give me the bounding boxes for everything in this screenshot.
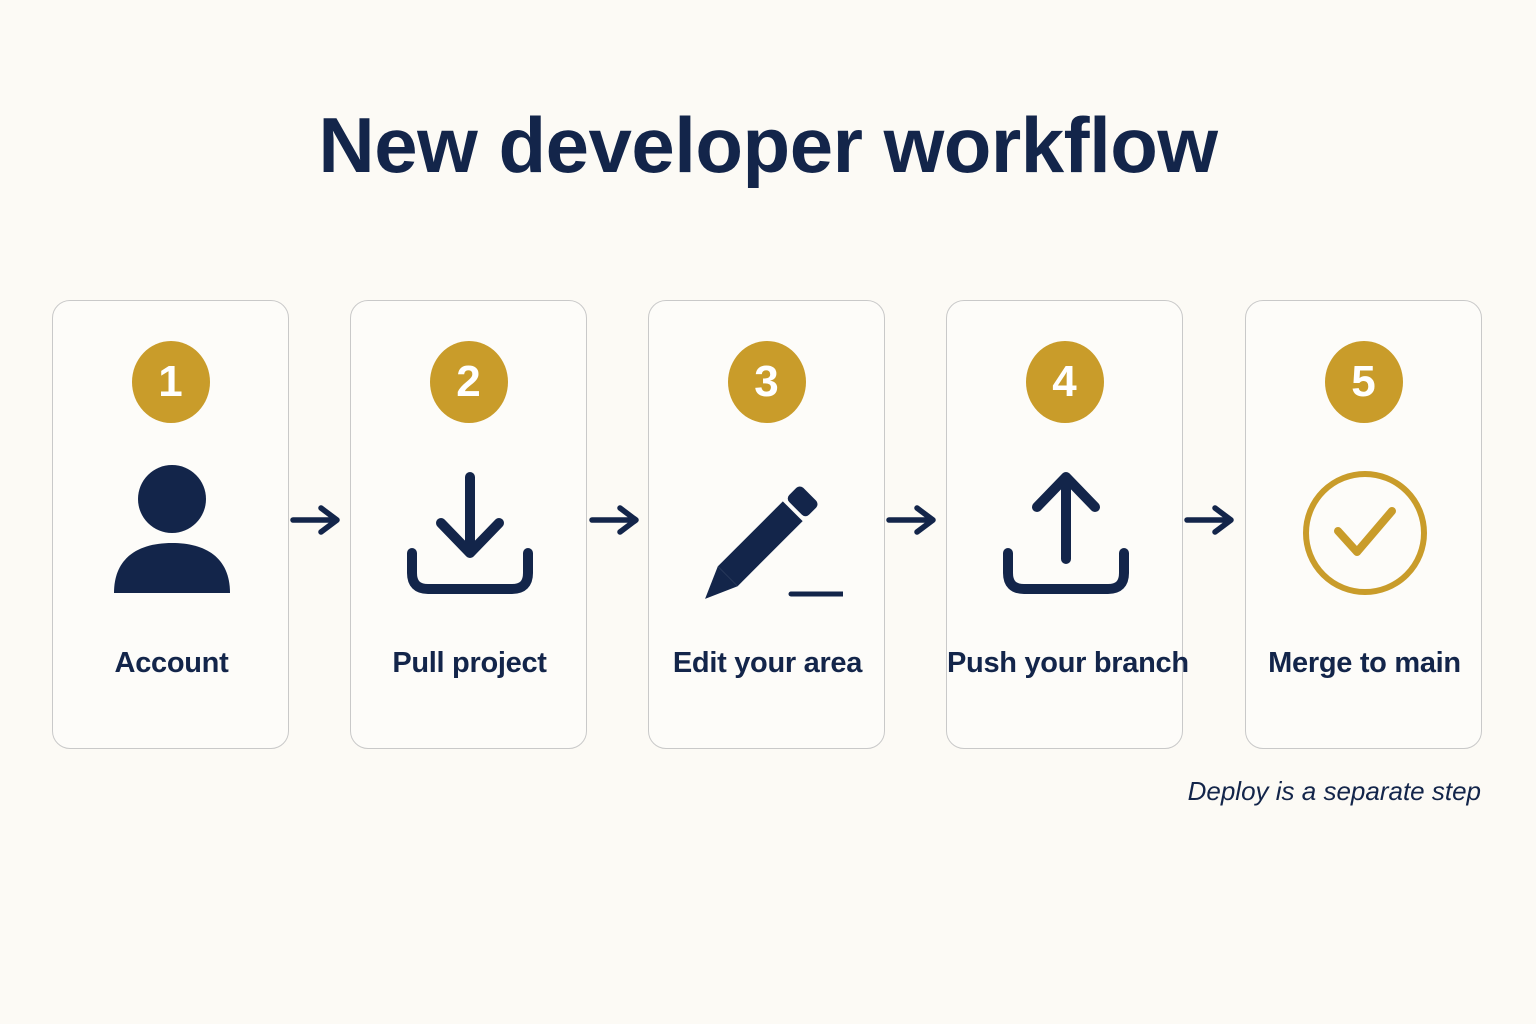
arrow-right-icon bbox=[886, 505, 936, 535]
step-label: Edit your area bbox=[672, 647, 863, 679]
step-card-push-your-branch: 4 Push your branch bbox=[946, 300, 1189, 749]
download-icon bbox=[351, 461, 588, 611]
page-title: New developer workflow bbox=[318, 101, 1218, 189]
step-number-badge: 4 bbox=[1025, 341, 1104, 423]
arrow-right-icon bbox=[1184, 505, 1234, 535]
step-number-badge: 3 bbox=[727, 341, 806, 423]
step-card-account: 1 Account bbox=[52, 300, 289, 749]
arrow-right-icon bbox=[589, 505, 639, 535]
pencil-icon bbox=[649, 461, 886, 611]
step-card-edit-your-area: 3 Edit your area bbox=[648, 300, 885, 749]
upload-icon bbox=[947, 461, 1184, 611]
footnote: Deploy is a separate step bbox=[1187, 776, 1481, 806]
step-number-badge: 2 bbox=[429, 341, 508, 423]
user-icon bbox=[53, 461, 290, 611]
step-number-badge: 5 bbox=[1324, 341, 1403, 423]
arrow-right-icon bbox=[290, 505, 340, 535]
step-label: Pull project bbox=[392, 647, 547, 679]
step-card-merge-to-main: 5 Merge to main bbox=[1245, 300, 1482, 749]
step-label: Push your branch bbox=[947, 647, 1189, 679]
step-label: Account bbox=[114, 647, 229, 679]
step-number-badge: 1 bbox=[131, 341, 210, 423]
check-circle-icon bbox=[1246, 461, 1483, 611]
step-card-pull-project: 2 Pull project bbox=[350, 300, 587, 749]
step-label: Merge to main bbox=[1268, 647, 1461, 679]
